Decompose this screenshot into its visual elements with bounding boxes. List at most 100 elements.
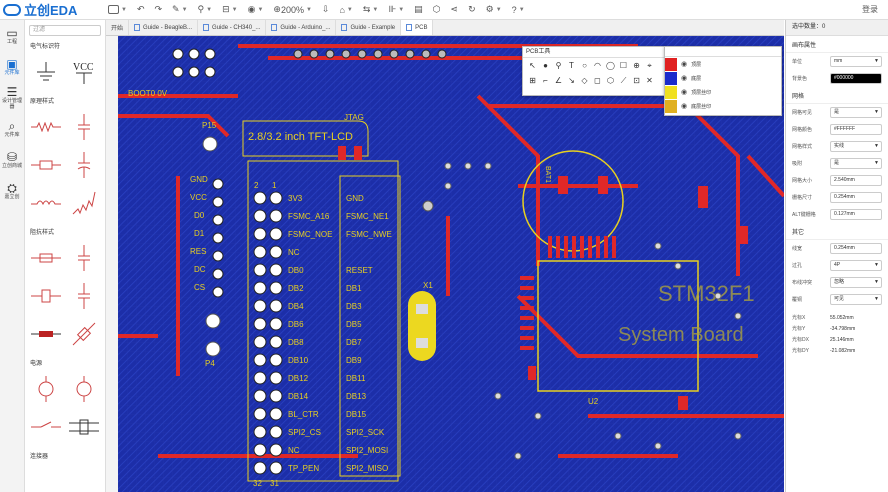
bom-button[interactable]: ▤ bbox=[414, 4, 423, 14]
copper-select[interactable]: 可见▼ bbox=[830, 294, 882, 305]
image-tool-icon[interactable]: ⊞ bbox=[529, 76, 536, 85]
arrow-tool-icon[interactable]: ↘ bbox=[568, 76, 575, 85]
eye-icon[interactable]: ◉ bbox=[681, 103, 688, 110]
arc-tool-icon[interactable]: ◠ bbox=[594, 61, 601, 70]
capacitor-symbol[interactable] bbox=[65, 146, 103, 184]
layer-row-top[interactable]: ◉顶层 bbox=[665, 57, 781, 71]
vcc-symbol[interactable]: VCC bbox=[65, 53, 103, 91]
footprint-tool-icon[interactable]: ⊡ bbox=[633, 76, 640, 85]
eye-icon[interactable]: ◉ bbox=[681, 61, 688, 68]
diode-symbol[interactable] bbox=[65, 315, 103, 353]
pin-tool-icon[interactable]: ⚲ bbox=[555, 61, 562, 70]
switch-symbol[interactable] bbox=[27, 408, 65, 446]
drc-button[interactable]: ⊪▼ bbox=[388, 4, 405, 14]
fuse-symbol[interactable] bbox=[27, 239, 65, 277]
section-title: 电气标识符 bbox=[30, 44, 61, 50]
nav-design-manager[interactable]: ☰设计管理器 bbox=[1, 84, 22, 110]
hole-tool-icon[interactable]: ⌖ bbox=[647, 61, 652, 70]
pencil-button[interactable]: ✎▼ bbox=[172, 4, 188, 14]
file-menu-button[interactable]: ▼ bbox=[108, 5, 127, 14]
snap-select[interactable]: 是▼ bbox=[830, 158, 882, 169]
angle-tool-icon[interactable]: ∠ bbox=[554, 76, 563, 85]
snap-size-input[interactable]: 0.254mm bbox=[830, 192, 882, 203]
undo-button[interactable]: ↶ bbox=[136, 4, 145, 14]
tab-pcb[interactable]: PCB bbox=[401, 20, 434, 35]
layer-row-bottom[interactable]: ◉底层 bbox=[665, 71, 781, 85]
svg-text:DB7: DB7 bbox=[346, 338, 362, 347]
tab-start[interactable]: 开始 bbox=[106, 20, 130, 35]
share-icon[interactable]: ⋖ bbox=[450, 4, 459, 14]
cap-array-symbol[interactable] bbox=[65, 277, 103, 315]
eye-icon[interactable]: ◉ bbox=[681, 89, 688, 96]
ring-tool-icon[interactable]: ◯ bbox=[606, 61, 615, 70]
inductor-symbol[interactable] bbox=[27, 184, 65, 222]
3d-button[interactable]: ⬡ bbox=[432, 4, 441, 14]
tab-guide-ch340[interactable]: Guide - CH340_... bbox=[198, 20, 267, 35]
capacitor-symbol[interactable] bbox=[65, 108, 103, 146]
view-button[interactable]: ◉▼ bbox=[247, 4, 264, 14]
pad-tool-icon[interactable]: ⊕ bbox=[633, 61, 640, 70]
alt-snap-input[interactable]: 0.127mm bbox=[830, 209, 882, 220]
group-other[interactable]: 其它 bbox=[786, 223, 888, 240]
tab-guide-beagle[interactable]: Guide - BeagleB... bbox=[129, 20, 199, 35]
tab-guide-arduino[interactable]: Guide - Arduino_... bbox=[266, 20, 337, 35]
resistor-symbol[interactable] bbox=[27, 146, 65, 184]
circle-tool-icon[interactable]: ○ bbox=[582, 61, 587, 70]
region-tool-icon[interactable]: ⬡ bbox=[607, 76, 614, 85]
grid-visible-select[interactable]: 是▼ bbox=[830, 107, 882, 118]
zoom-select[interactable]: ⊕200%▼ bbox=[273, 4, 312, 15]
place-button[interactable]: ⚲▼ bbox=[197, 4, 213, 14]
nav-component-search[interactable]: ⌕元件库 bbox=[4, 118, 20, 138]
via-tool-icon[interactable]: ● bbox=[543, 61, 548, 70]
align-button[interactable]: ⊟▼ bbox=[222, 4, 238, 14]
copper-area-tool-icon[interactable]: ◻ bbox=[594, 76, 601, 85]
unit-select[interactable]: mm▼ bbox=[830, 56, 882, 67]
grid-style-select[interactable]: 实线▼ bbox=[830, 141, 882, 152]
history-icon[interactable]: ↻ bbox=[468, 4, 476, 14]
camera-button[interactable]: ⌂▼ bbox=[339, 4, 353, 15]
login-link[interactable]: 登录 bbox=[862, 5, 878, 14]
layer-color-swatch bbox=[665, 57, 677, 71]
crystal-symbol[interactable] bbox=[27, 277, 65, 315]
nav-project[interactable]: ▭工程 bbox=[6, 25, 18, 45]
routing-conflict-select[interactable]: 忽略▼ bbox=[830, 277, 882, 288]
settings-button[interactable]: ⚙▼ bbox=[485, 4, 502, 14]
help-button[interactable]: ?▼ bbox=[511, 4, 525, 15]
tab-guide-example[interactable]: Guide - Example bbox=[336, 20, 402, 35]
group-canvas[interactable]: 画布属性 bbox=[786, 36, 888, 53]
potentiometer-symbol[interactable] bbox=[65, 184, 103, 222]
select-tool-icon[interactable]: ↖ bbox=[529, 61, 536, 70]
text-tool-icon[interactable]: T bbox=[569, 61, 574, 70]
polygon-tool-icon[interactable]: ◇ bbox=[581, 76, 588, 85]
battery-symbol[interactable] bbox=[27, 315, 65, 353]
route-button[interactable]: ⇆▼ bbox=[362, 4, 379, 14]
resistor-symbol[interactable] bbox=[27, 108, 65, 146]
svg-text:BAT1: BAT1 bbox=[544, 166, 551, 183]
rect-tool-icon[interactable]: ☐ bbox=[619, 61, 628, 70]
track-width-input[interactable]: 0.254mm bbox=[830, 243, 882, 254]
layer-row-top-silk[interactable]: ◉顶层丝印 bbox=[665, 85, 781, 99]
grid-color-input[interactable]: #FFFFFF bbox=[830, 124, 882, 135]
nav-jlc[interactable]: ⛭嘉立创 bbox=[4, 180, 20, 200]
layer-row-bottom-silk[interactable]: ◉底层丝印 bbox=[665, 99, 781, 113]
relay-symbol[interactable] bbox=[65, 408, 103, 446]
nav-library[interactable]: ▣元件库 bbox=[4, 56, 20, 76]
eye-icon[interactable]: ◉ bbox=[681, 75, 688, 82]
via-select[interactable]: 4P▼ bbox=[830, 260, 882, 271]
polar-cap-symbol[interactable] bbox=[65, 239, 103, 277]
export-button[interactable]: ⇩ bbox=[321, 4, 330, 14]
ground-symbol[interactable] bbox=[27, 53, 65, 91]
background-color-input[interactable]: #000000 bbox=[830, 73, 882, 84]
source-symbol[interactable] bbox=[65, 370, 103, 408]
dimension-tool-icon[interactable]: ⌐ bbox=[543, 76, 548, 85]
delete-tool-icon[interactable]: ✕ bbox=[646, 76, 653, 85]
redo-button[interactable]: ↷ bbox=[154, 4, 163, 14]
grid-size-input[interactable]: 2.540mm bbox=[830, 175, 882, 186]
polar-cap-icon bbox=[78, 245, 90, 271]
line-tool-icon[interactable]: ⟋ bbox=[620, 76, 627, 85]
group-grid[interactable]: 网格 bbox=[786, 87, 888, 104]
library-search-input[interactable]: 过滤 bbox=[29, 25, 101, 36]
nav-shop[interactable]: ⛁立创商城 bbox=[1, 149, 22, 169]
source-symbol[interactable] bbox=[27, 370, 65, 408]
